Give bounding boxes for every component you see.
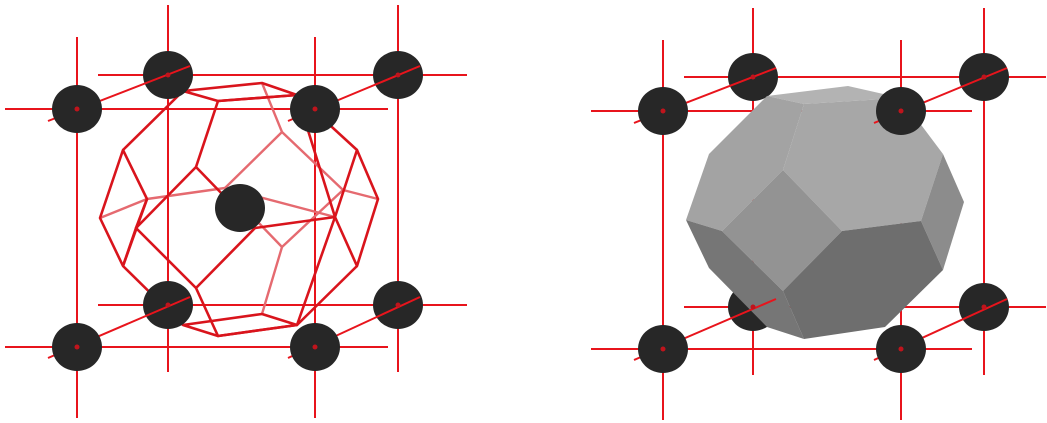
atom-center — [215, 184, 265, 232]
panel-left-wireframe — [5, 5, 467, 418]
panel-right-solid — [591, 8, 1046, 420]
solid-polyhedron — [686, 86, 964, 339]
